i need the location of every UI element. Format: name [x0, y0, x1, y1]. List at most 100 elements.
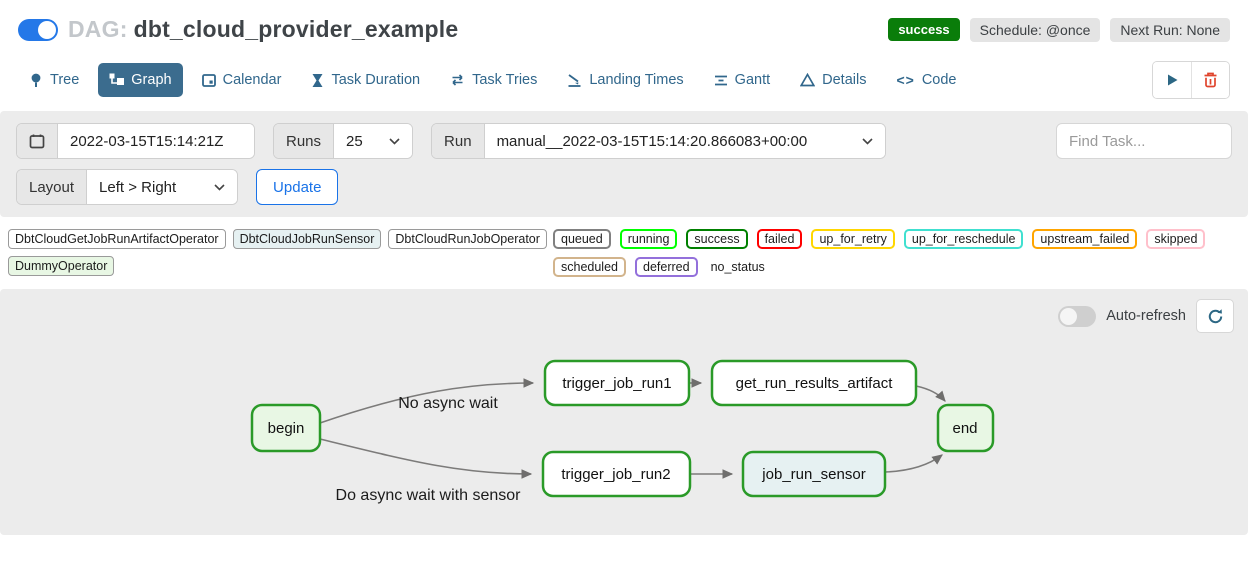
delete-dag-button[interactable]	[1191, 62, 1229, 98]
legend: DbtCloudGetJobRunArtifactOperator DbtClo…	[0, 217, 1248, 287]
status-badge-up-for-reschedule: up_for_reschedule	[903, 229, 1024, 249]
view-tabbar: Tree Graph Calendar Task Duration Task T…	[0, 51, 1248, 111]
auto-refresh-label: Auto-refresh	[1106, 308, 1186, 324]
runs-label: Runs	[274, 124, 335, 158]
gantt-icon	[714, 75, 727, 85]
status-badge-running: running	[619, 229, 678, 249]
run-group: Run manual__2022-03-15T15:14:20.866083+0…	[431, 123, 886, 159]
tab-task-duration[interactable]: Task Duration	[300, 63, 431, 97]
trash-icon	[1204, 72, 1217, 88]
runs-group: Runs 25	[273, 123, 414, 159]
status-badge-queued: queued	[553, 229, 611, 249]
dag-name: dbt_cloud_provider_example	[133, 16, 459, 42]
node-label: begin	[268, 420, 305, 437]
trigger-dag-button[interactable]	[1153, 62, 1191, 98]
base-date-group	[16, 123, 255, 159]
operator-legend: DbtCloudGetJobRunArtifactOperator DbtClo…	[8, 229, 553, 276]
operator-badge: DbtCloudJobRunSensor	[232, 229, 382, 249]
graph-node-job-run-sensor[interactable]: job_run_sensor	[741, 450, 887, 498]
tab-label: Task Tries	[472, 72, 538, 88]
tab-label: Gantt	[734, 72, 771, 88]
graph-panel: Auto-refresh No async wait Do async wait…	[0, 289, 1248, 535]
tab-label: Landing Times	[589, 72, 684, 88]
layout-label: Layout	[17, 170, 88, 204]
header-badges: success Schedule: @once Next Run: None	[888, 17, 1230, 42]
run-select[interactable]: manual__2022-03-15T15:14:20.866083+00:00	[484, 124, 885, 158]
status-badge-success: success	[686, 229, 748, 249]
operator-badge: DbtCloudRunJobOperator	[388, 229, 547, 249]
layout-value: Left > Right	[99, 178, 177, 196]
hourglass-icon	[312, 73, 323, 87]
status-badge-upstream-failed: upstream_failed	[1032, 229, 1138, 249]
dag-prefix: DAG:	[68, 16, 128, 42]
status-badge-skipped: skipped	[1146, 229, 1206, 249]
calendar-icon	[29, 134, 45, 149]
tab-landing-times[interactable]: Landing Times	[556, 63, 694, 97]
edge-artifact-end	[915, 385, 946, 402]
graph-node-end[interactable]: end	[936, 403, 995, 453]
find-task-wrap	[1056, 123, 1232, 159]
plane-landing-icon	[568, 73, 581, 87]
toggle-knob	[38, 20, 56, 39]
dag-pause-toggle[interactable]	[18, 18, 58, 41]
graph-node-get-run-results-artifact[interactable]: get_run_results_artifact	[710, 359, 918, 407]
tree-pin-icon	[31, 73, 41, 87]
tab-label: Task Duration	[331, 72, 421, 88]
operator-badge: DbtCloudGetJobRunArtifactOperator	[8, 229, 226, 249]
code-icon: <>	[896, 72, 915, 88]
edge-sensor-end	[884, 454, 943, 473]
base-date-addon[interactable]	[17, 124, 58, 158]
status-badge-scheduled: scheduled	[553, 257, 626, 277]
runs-value: 25	[346, 132, 363, 150]
tab-tree[interactable]: Tree	[18, 63, 90, 97]
graph-node-trigger-job-run2[interactable]: trigger_job_run2	[541, 450, 692, 498]
repeat-icon	[452, 74, 463, 86]
tab-graph[interactable]: Graph	[98, 63, 183, 97]
tab-code[interactable]: <> Code	[885, 63, 967, 97]
dag-header: DAG:dbt_cloud_provider_example success S…	[0, 0, 1248, 51]
chevron-down-icon	[214, 183, 225, 191]
run-value: manual__2022-03-15T15:14:20.866083+00:00	[496, 132, 808, 150]
status-badge-up-for-retry: up_for_retry	[811, 229, 895, 249]
dag-graph: No async wait Do async wait with sensor …	[250, 359, 995, 504]
status-badge-no-status: no_status	[706, 257, 773, 277]
refresh-button[interactable]	[1196, 299, 1234, 333]
find-task-input[interactable]	[1056, 123, 1232, 159]
edge-label-do-async: Do async wait with sensor	[336, 487, 522, 504]
details-triangle-icon	[800, 73, 816, 87]
status-legend: queued running success failed up_for_ret…	[553, 229, 1240, 277]
calendar-icon	[201, 74, 216, 87]
runs-select[interactable]: 25	[334, 124, 413, 158]
tab-gantt[interactable]: Gantt	[703, 63, 781, 97]
edge-begin-run2	[319, 438, 533, 479]
next-run-badge: Next Run: None	[1110, 17, 1230, 42]
run-label: Run	[432, 124, 485, 158]
play-icon	[1167, 74, 1177, 86]
node-label: trigger_job_run2	[561, 466, 670, 483]
schedule-badge: Schedule: @once	[969, 17, 1101, 42]
tab-label: Code	[921, 72, 957, 88]
chevron-down-icon	[861, 137, 873, 145]
tab-label: Graph	[131, 72, 172, 88]
graph-controls: Auto-refresh	[1058, 299, 1234, 333]
tab-calendar[interactable]: Calendar	[191, 63, 293, 97]
auto-refresh-toggle[interactable]	[1058, 305, 1097, 327]
operator-badge: DummyOperator	[8, 256, 115, 276]
graph-filter-panel: Runs 25 Run manual__2022-03-15T15:14:20.…	[0, 111, 1248, 217]
base-date-input[interactable]	[58, 124, 254, 158]
dag-action-buttons	[1152, 61, 1230, 99]
refresh-icon	[1208, 308, 1222, 323]
graph-node-begin[interactable]: begin	[250, 403, 322, 453]
status-badge: success	[888, 18, 960, 41]
tab-details[interactable]: Details	[789, 63, 877, 97]
node-label: trigger_job_run1	[562, 375, 671, 392]
tab-task-tries[interactable]: Task Tries	[439, 63, 548, 97]
tab-label: Tree	[50, 72, 80, 88]
graph-node-trigger-job-run1[interactable]: trigger_job_run1	[543, 359, 691, 407]
update-button[interactable]: Update	[256, 169, 339, 205]
layout-group: Layout Left > Right	[16, 169, 239, 205]
status-badge-deferred: deferred	[635, 257, 698, 277]
layout-select[interactable]: Left > Right	[87, 170, 238, 204]
node-label: get_run_results_artifact	[736, 375, 894, 392]
tab-label: Details	[822, 72, 867, 88]
